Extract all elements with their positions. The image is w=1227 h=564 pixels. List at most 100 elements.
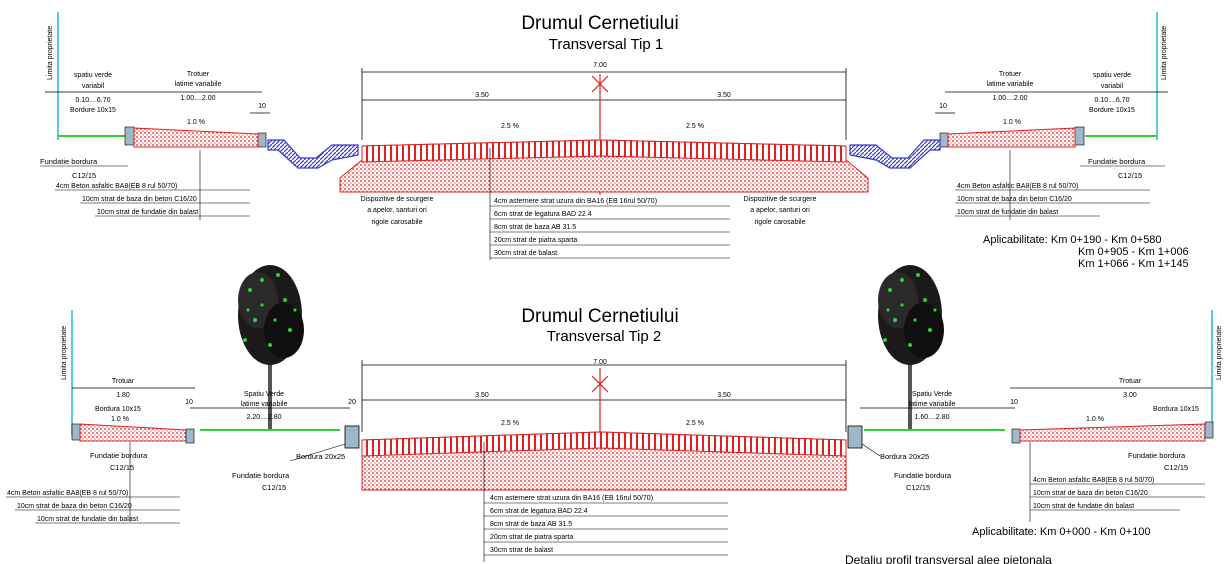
sidewalk2-slope-right: 1.0 % <box>1086 416 1104 423</box>
gap-label-right: 10 <box>939 103 947 110</box>
road2-slope-left: 2.5 % <box>501 420 519 427</box>
curb2-big-left-label: Bordura 20x25 <box>296 452 345 461</box>
sidewalk-range-left: 1.00....2.00 <box>180 95 215 102</box>
gap2-left: 10 <box>185 399 193 406</box>
green2-var-right: latime variabile <box>909 401 956 408</box>
road-layer-4: 20cm strat de piatra sparta <box>494 237 577 244</box>
curb2-big-right <box>847 425 863 449</box>
property-limit-label-left-2: Limita proprietate <box>61 326 68 380</box>
sidewalk-layers-left-lines <box>55 150 250 220</box>
green-range-right: 0.10....6.70 <box>1094 97 1129 104</box>
green2-label-left: Spatiu Verde <box>244 391 284 398</box>
sidewalk2-layers-right-lines <box>1029 442 1205 522</box>
sidewalk2-layers-left-lines <box>6 442 180 524</box>
foundation2-mid-left: Fundatie bordura <box>232 471 290 480</box>
property-limit-label-right: Limita proprietate <box>1161 26 1168 80</box>
curb-label-left: Bordure 10x15 <box>70 107 116 114</box>
sidewalk2-layer-left-2: 10cm strat de baza din beton C16/20 <box>17 503 132 510</box>
ditch-right <box>849 139 941 169</box>
sidewalk-slope-left: 1.0 % <box>187 119 205 126</box>
drain-left-2: a apelor, santuri ori <box>367 207 427 214</box>
curb2-label-right: Bordura 10x15 <box>1153 406 1199 413</box>
section-2-title: Drumul Cernetiului <box>521 306 678 327</box>
gap2-right: 10 <box>1010 399 1018 406</box>
sidewalk2-label-right: Trotuar <box>1119 378 1142 385</box>
curb2-big-right-label: Bordura 20x25 <box>880 452 929 461</box>
curb-label-right: Bordure 10x15 <box>1089 107 1135 114</box>
foundation2-mid-right: Fundatie bordura <box>894 471 952 480</box>
road-layers-lines <box>489 148 730 260</box>
sidewalk2-width-right: 3.00 <box>1123 392 1137 399</box>
road2-layer-5: 30cm strat de balast <box>490 547 553 554</box>
road-layer-1: 4cm asternere strat uzura din BA16 (EB 1… <box>494 198 657 205</box>
curb-right-2 <box>939 132 949 148</box>
lane-right-label-2: 3.50 <box>717 392 731 399</box>
green2-range-left: 2.20....2.80 <box>246 414 281 421</box>
property-limit-label-left: Limita proprietate <box>47 26 54 80</box>
sidewalk2-layer-left-3: 10cm strat de fundatie din balast <box>37 516 138 523</box>
applicability-3: Km 1+066 - Km 1+145 <box>1078 258 1189 270</box>
total-width-label-2: 7.00 <box>593 359 607 366</box>
dimension-lines-2 <box>72 360 1212 432</box>
total-width-label: 7.00 <box>593 62 607 69</box>
curb-right-1 <box>1074 126 1085 146</box>
road2-slope-right: 2.5 % <box>686 420 704 427</box>
sidewalk-layer-right-2: 10cm strat de baza din beton C16/20 <box>957 196 1072 203</box>
tree-right <box>878 265 944 430</box>
sidewalk-layer-left-1: 4cm Beton asfaltic BA8(EB 8 rul 50/70) <box>56 183 177 190</box>
road-slope-right: 2.5 % <box>686 123 704 130</box>
sidewalk2-left <box>79 423 187 442</box>
sidewalk-var-right: latime variabile <box>987 81 1034 88</box>
road2-layer-3: 8cm strat de baza AB 31.5 <box>490 521 572 528</box>
applicability-2: Km 0+905 - Km 1+006 <box>1078 246 1189 258</box>
section-1: Drumul Cernetiului Transversal Tip 1 Lim… <box>40 12 1189 270</box>
road-layer-5: 30cm strat de balast <box>494 250 557 257</box>
property-limit-label-right-2: Limita proprietate <box>1216 326 1223 380</box>
green2-label-right: Spatiu Verde <box>912 391 952 398</box>
foundation2-left-class: C12/15 <box>110 463 134 472</box>
ditch-left <box>267 139 359 169</box>
road2-layer-4: 20cm strat de piatra sparta <box>490 534 573 541</box>
sidewalk2-layer-right-3: 10cm strat de fundatie din balast <box>1033 503 1134 510</box>
lane-left-label-2: 3.50 <box>475 392 489 399</box>
section-1-title: Drumul Cernetiului <box>521 13 678 34</box>
lane-left-label: 3.50 <box>475 92 489 99</box>
road2-layer-1: 4cm asternere strat uzura din BA16 (EB 1… <box>490 495 653 502</box>
gap-label-left: 10 <box>258 103 266 110</box>
section-2: Drumul Cernetiului Transversal Tip 2 Lim… <box>6 306 1223 562</box>
dimension-lines <box>45 68 1168 140</box>
gap2-left-b: 20 <box>348 399 356 406</box>
sidewalk-layer-left-3: 10cm strat de fundatie din balast <box>97 209 198 216</box>
sidewalk-left <box>133 127 259 148</box>
foundation2-mid-right-class: C12/15 <box>906 483 930 492</box>
sidewalk-range-right: 1.00....2.00 <box>992 95 1027 102</box>
drain-right-3: rigole carosabile <box>755 219 806 226</box>
section-1-subtitle: Transversal Tip 1 <box>549 36 664 53</box>
sidewalk2-slope-left: 1.0 % <box>111 416 129 423</box>
sidewalk-var-left: latime variabile <box>175 81 222 88</box>
foundation2-left: Fundatie bordura <box>90 451 148 460</box>
road-asphalt <box>361 139 847 163</box>
curb2-right-small <box>1204 421 1214 439</box>
sidewalk2-width-left: 1.80 <box>116 392 130 399</box>
applicability-tip2: Aplicabilitate: Km 0+000 - Km 0+100 <box>972 526 1151 538</box>
foundation-left: Fundatie bordura <box>40 157 98 166</box>
sidewalk2-right <box>1019 423 1206 442</box>
foundation-right-class: C12/15 <box>1118 171 1142 180</box>
green-label-left: spatiu verde <box>74 72 112 79</box>
sidewalk2-label-left: Trotuar <box>112 378 135 385</box>
sidewalk-layer-right-1: 4cm Beton asfaltic BA8(EB 8 rul 50/70) <box>957 183 1078 190</box>
lane-right-label: 3.50 <box>717 92 731 99</box>
sidewalk-right <box>947 127 1076 148</box>
foundation2-right-class: C12/15 <box>1164 463 1188 472</box>
foundation-right: Fundatie bordura <box>1088 157 1146 166</box>
drain-right-1: Dispozitive de scurgere <box>744 196 817 203</box>
curb2-label-left: Bordura 10x15 <box>95 406 141 413</box>
road-layer-3: 8cm strat de baza AB 31.5 <box>494 224 576 231</box>
sidewalk-layer-left-2: 10cm strat de baza din beton C16/20 <box>82 196 197 203</box>
road-slope-left: 2.5 % <box>501 123 519 130</box>
drain-right-2: a apelor, santuri ori <box>750 207 810 214</box>
foundation2-right: Fundatie bordura <box>1128 451 1186 460</box>
green-range-left: 0.10....6.70 <box>75 97 110 104</box>
